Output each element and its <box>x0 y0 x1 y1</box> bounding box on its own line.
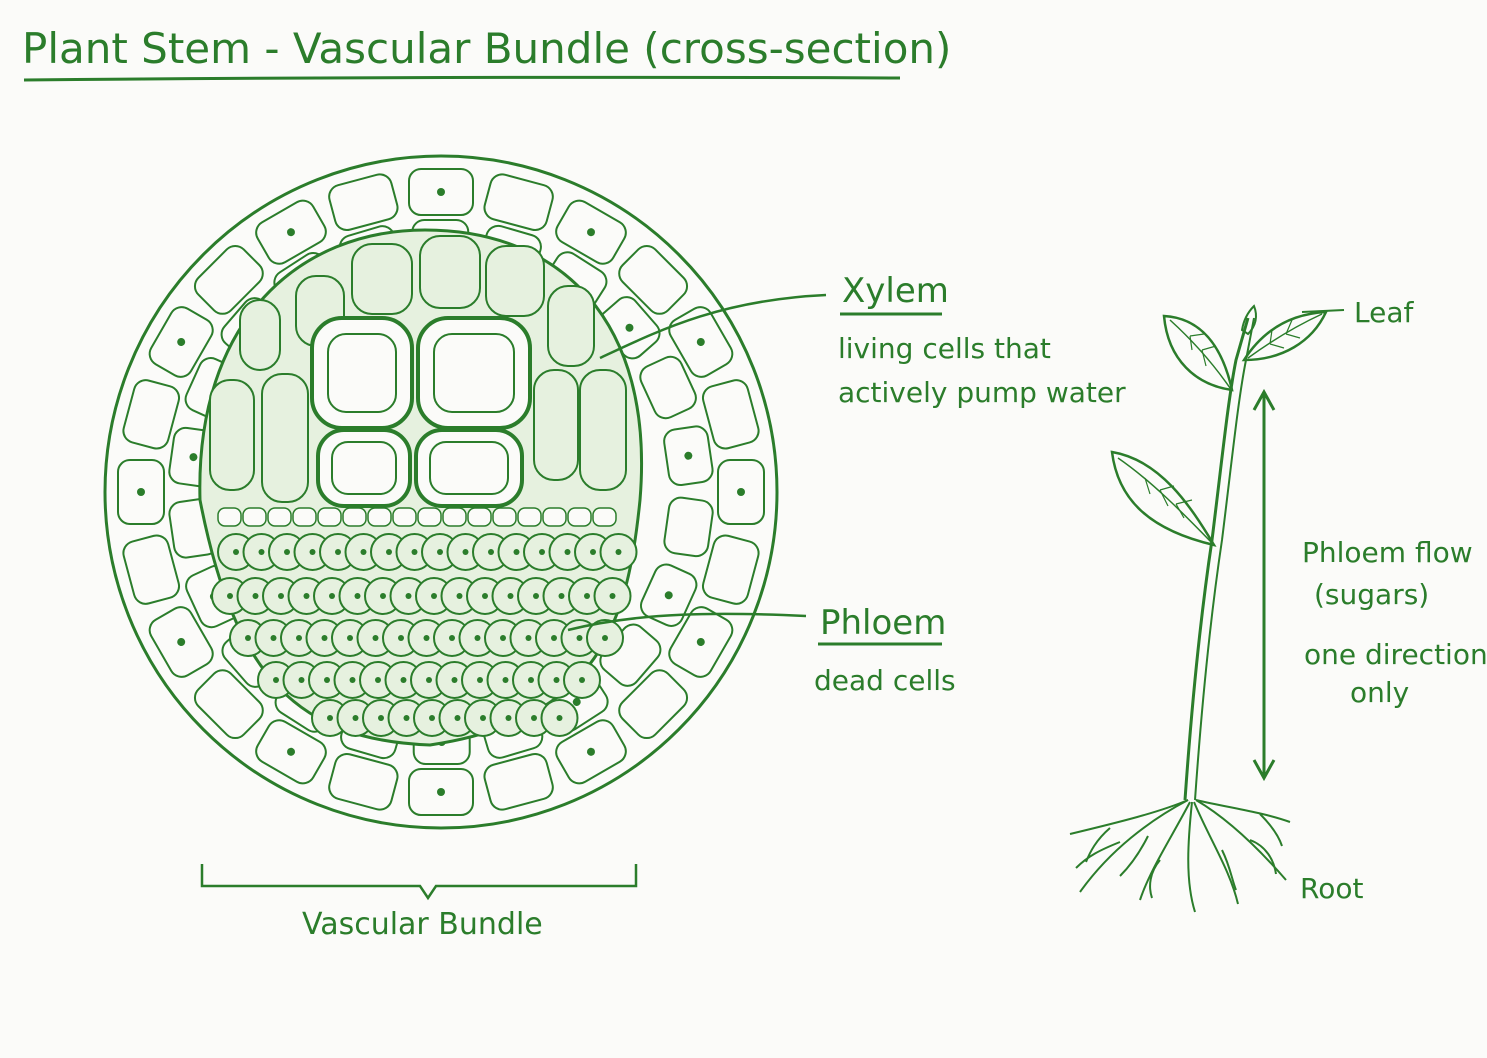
cortex-cell <box>663 496 714 558</box>
cambium-cells <box>217 507 617 527</box>
cortex-cell <box>555 199 627 265</box>
cortex-cell <box>555 719 627 785</box>
cortex-cell <box>408 168 474 216</box>
flow-label-line-2: (sugars) <box>1314 578 1429 611</box>
leaf-upper-right <box>1241 310 1329 362</box>
xylem-parenchyma-cell <box>209 379 255 491</box>
cambium-cell <box>467 507 492 527</box>
xylem-description-line-1: living cells that <box>838 332 1051 365</box>
cortex-cell <box>618 244 689 315</box>
xylem-parenchyma-cell <box>547 285 595 367</box>
phloem-description: dead cells <box>814 664 956 697</box>
xylem-cells <box>209 235 627 503</box>
xylem-vessels <box>310 316 532 508</box>
leaf-pointer-line <box>1301 309 1345 313</box>
flow-label-line-3: one direction <box>1304 638 1487 671</box>
cortex-cell <box>328 752 399 811</box>
cortex-cell <box>193 669 264 740</box>
stem-outline <box>103 154 779 830</box>
leaf-upper-left <box>1162 314 1234 392</box>
xylem-parenchyma-cell <box>351 243 413 315</box>
flow-arrow <box>1252 388 1276 782</box>
cortex-cell <box>618 669 689 740</box>
cortex-cell <box>717 459 765 525</box>
cambium-cell <box>417 507 442 527</box>
plant-roots <box>1069 799 1291 913</box>
arrow-head-up-icon <box>1252 388 1276 411</box>
cortex-cell <box>483 752 554 811</box>
cortex-cell <box>663 425 714 487</box>
cortex-cell <box>639 563 698 627</box>
arrow-head-down-icon <box>1252 759 1276 782</box>
cortex-cell <box>668 306 734 378</box>
cortex-cell <box>148 606 214 678</box>
cambium-cell <box>292 507 317 527</box>
xylem-parenchyma-cell <box>261 373 309 503</box>
cambium-cell <box>392 507 417 527</box>
plant-stem <box>1183 317 1250 801</box>
flow-label-line-4: only <box>1350 676 1409 709</box>
cortex-cell <box>255 719 327 785</box>
title-underline <box>23 75 901 82</box>
cambium-cell <box>367 507 392 527</box>
cortex-cell <box>255 199 327 265</box>
xylem-parenchyma-cell <box>419 235 481 309</box>
leaf-lower-left <box>1110 450 1217 547</box>
xylem-parenchyma-cell <box>579 369 627 491</box>
xylem-heading: Xylem <box>842 271 949 311</box>
xylem-parenchyma-cell <box>485 245 545 317</box>
cambium-cell <box>267 507 292 527</box>
cortex-cell <box>122 534 181 605</box>
cortex-cell <box>701 534 760 605</box>
phloem-leader-line <box>567 612 807 632</box>
plant-illustration <box>1069 304 1345 913</box>
page-title: Plant Stem - Vascular Bundle (cross-sect… <box>22 24 951 73</box>
cortex-cell <box>701 379 760 450</box>
cortex-cell <box>639 355 697 420</box>
flow-label-line-1: Phloem flow <box>1302 536 1473 569</box>
bundle-label: Vascular Bundle <box>302 907 543 942</box>
leaf-label: Leaf <box>1354 296 1414 329</box>
stem-cross-section <box>103 154 779 830</box>
root-label: Root <box>1300 872 1363 905</box>
cambium-cell <box>567 507 592 527</box>
cambium-cell <box>217 507 242 527</box>
bundle-brace <box>200 864 638 901</box>
vascular-bundle <box>198 228 643 747</box>
cambium-cell <box>542 507 567 527</box>
xylem-description-line-2: actively pump water <box>838 376 1126 409</box>
cortex-cell <box>328 173 399 232</box>
cambium-cell <box>242 507 267 527</box>
cambium-cell <box>442 507 467 527</box>
xylem-leader-line <box>599 293 827 360</box>
cortex-cell <box>668 606 734 678</box>
cambium-cell <box>317 507 342 527</box>
cambium-cell <box>592 507 617 527</box>
cambium-cell <box>342 507 367 527</box>
cortex-cell <box>483 173 554 232</box>
cortex-cell <box>148 306 214 378</box>
xylem-parenchyma-cell <box>239 299 281 371</box>
cortex-cell <box>117 459 165 525</box>
cambium-cell <box>492 507 517 527</box>
cortex-cell <box>408 768 474 816</box>
xylem-parenchyma-cell <box>533 369 579 481</box>
phloem-heading: Phloem <box>820 603 946 643</box>
cambium-cell <box>517 507 542 527</box>
cortex-cell <box>122 379 181 450</box>
leaf-bud <box>1240 304 1257 336</box>
cortex-cell <box>193 244 264 315</box>
phloem-cells <box>211 533 638 737</box>
